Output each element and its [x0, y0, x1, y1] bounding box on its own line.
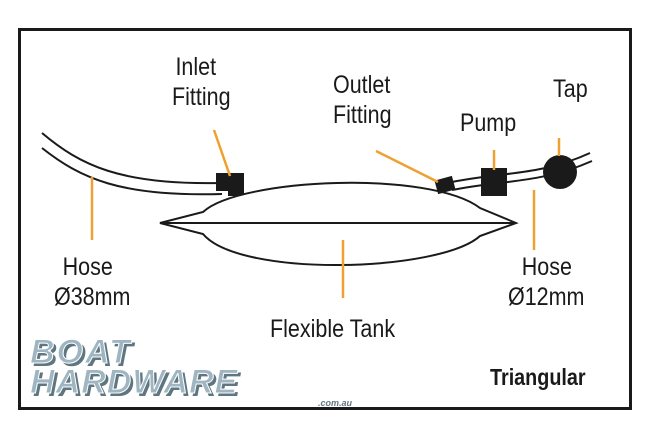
hose-12mm-label: Hose Ø12mm	[508, 253, 585, 311]
svg-text:HARDWARE: HARDWARE	[33, 366, 242, 404]
tank-label: Flexible Tank	[270, 315, 396, 343]
svg-text:HARDWARE: HARDWARE	[30, 363, 239, 401]
hose-38mm	[41, 132, 223, 196]
svg-text:BOAT: BOAT	[33, 338, 136, 374]
leader-lines	[90, 129, 561, 298]
boat-hardware-logo: BOAT BOAT HARDWARE HARDWARE .com.au	[30, 338, 353, 408]
flexible-tank	[159, 181, 519, 266]
inlet-fitting-label: Inlet Fitting	[172, 53, 231, 111]
svg-text:.com.au: .com.au	[318, 398, 353, 408]
tap	[543, 155, 577, 189]
hose-38mm-label: Hose Ø38mm	[54, 253, 131, 311]
variant-label: Triangular	[490, 364, 586, 390]
svg-text:BOAT: BOAT	[30, 338, 133, 371]
outlet-fitting-label: Outlet Fitting	[333, 71, 392, 129]
outlet-fitting	[434, 175, 456, 195]
pump	[481, 168, 507, 196]
inlet-fitting	[216, 173, 244, 196]
tap-label: Tap	[553, 75, 588, 103]
pump-label: Pump	[460, 109, 517, 137]
